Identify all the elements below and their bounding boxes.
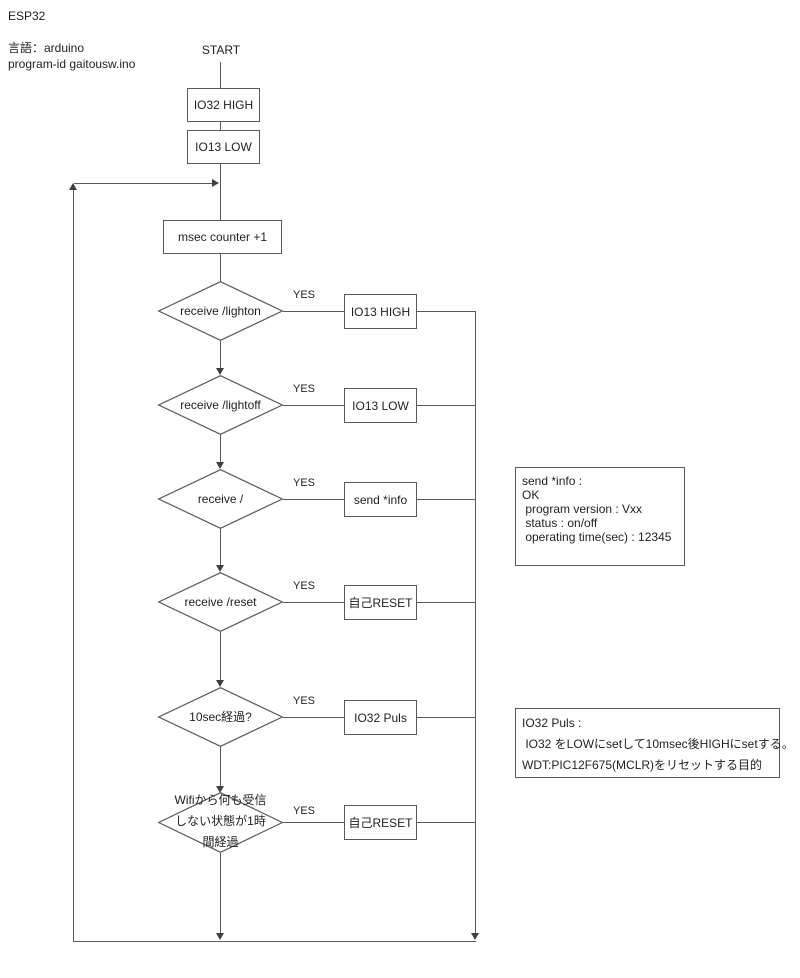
yes-label-5: YES: [293, 695, 316, 707]
note-io32-puls-line2: IO32 をLOWにsetして10msec後HIGHにsetする。: [522, 737, 794, 751]
action-self-reset-1-label: 自己RESET: [348, 596, 413, 610]
decision-wifi-timeout-label: Wifiから何も受信 しない状態が1時 間経過: [158, 789, 283, 853]
yes-label-1: YES: [293, 289, 316, 301]
connector-d1-action: [283, 311, 344, 312]
note-io32-puls-line1: IO32 Puls :: [522, 716, 582, 730]
connector-d2-d3: [220, 435, 221, 462]
connector-d2-action: [283, 405, 344, 406]
process-io13-low: IO13 LOW: [187, 130, 260, 164]
start-label: START: [201, 43, 241, 57]
note-send-info-line5: operating time(sec) : 12345: [522, 530, 672, 544]
connector-action4-rail: [416, 602, 475, 603]
decision-receive-lightoff-label: receive /lightoff: [180, 398, 261, 412]
connector-d4-action: [283, 602, 344, 603]
decision-receive-reset-shape: [157, 572, 284, 632]
action-send-info-label: send *info: [353, 492, 408, 507]
yes-label-6: YES: [293, 805, 316, 817]
action-send-info: send *info: [344, 482, 417, 517]
action-io13-low: IO13 LOW: [344, 388, 417, 423]
connector-d6-bottom: [220, 853, 221, 933]
connector-d3-action: [283, 499, 344, 500]
connector-d5-d6: [220, 747, 221, 786]
connector-action1-rail: [416, 311, 475, 312]
loop-arrowhead-right-icon: [212, 179, 219, 187]
loop-left-rail: [73, 190, 74, 941]
action-io32-puls: IO32 Puls: [344, 700, 417, 735]
decision-receive-label: receive /: [197, 492, 244, 506]
arrowhead-d3-icon: [216, 462, 224, 469]
connector-action2-rail: [416, 405, 475, 406]
decision-wifi-line3: 間経過: [202, 834, 239, 849]
action-self-reset-2: 自己RESET: [344, 805, 417, 840]
loop-arrowhead-up-icon: [69, 183, 77, 190]
yes-label-2: YES: [293, 383, 316, 395]
note-send-info-line3: program version : Vxx: [522, 502, 643, 516]
decision-10sec-shape: [157, 687, 284, 747]
decision-10sec-label: 10sec経過?: [189, 710, 252, 724]
decision-wifi-timeout-shape: [157, 792, 284, 853]
loop-bottom-line: [73, 941, 476, 942]
note-io32-puls-line3: WDT:PIC12F675(MCLR)をリセットする目的: [522, 758, 763, 772]
action-self-reset-1: 自己RESET: [344, 585, 417, 620]
loop-top-line: [74, 183, 212, 184]
note-send-info-line2: OK: [522, 488, 540, 502]
arrowhead-d4-icon: [216, 565, 224, 572]
action-self-reset-2-label: 自己RESET: [348, 816, 413, 830]
process-msec-counter-label: msec counter +1: [177, 230, 268, 244]
decision-receive-lighton-label: receive /lighton: [180, 304, 261, 318]
connector-d3-d4: [220, 529, 221, 565]
process-io32-high: IO32 HIGH: [187, 88, 260, 122]
decision-wifi-line1: Wifiから何も受信: [174, 792, 267, 807]
connector-start-io32high: [220, 62, 221, 88]
yes-label-4: YES: [293, 580, 316, 592]
action-io32-puls-label: IO32 Puls: [354, 710, 407, 725]
connector-io32high-io13low: [220, 120, 221, 130]
connector-d1-d2: [220, 341, 221, 368]
connector-msec-d1: [220, 253, 221, 281]
connector-d5-action: [283, 717, 344, 718]
process-io32-high-label: IO32 HIGH: [193, 98, 254, 112]
decision-receive-shape: [157, 469, 284, 529]
note-io32-puls: IO32 Puls : IO32 をLOWにsetして10msec後HIGHにs…: [515, 708, 794, 778]
arrowhead-d6-icon: [216, 786, 224, 793]
note-send-info-line4: status : on/off: [522, 516, 598, 530]
process-msec-counter: msec counter +1: [163, 220, 282, 254]
connector-d6-action: [283, 822, 344, 823]
action-io13-high-label: IO13 HIGH: [350, 304, 411, 319]
process-io13-low-label: IO13 LOW: [195, 140, 252, 154]
yes-right-rail: [475, 311, 476, 933]
decision-receive-lightoff-shape: [157, 375, 284, 435]
action-io13-high: IO13 HIGH: [344, 294, 417, 329]
arrowhead-d5-icon: [216, 680, 224, 687]
connector-action5-rail: [416, 717, 475, 718]
language-line: 言語：arduino: [8, 41, 85, 55]
decision-receive-reset-label: receive /reset: [184, 595, 257, 609]
connector-action6-rail: [416, 822, 475, 823]
connector-d4-d5: [220, 632, 221, 680]
arrowhead-bottom-icon: [216, 933, 224, 940]
action-io13-low-label: IO13 LOW: [352, 398, 409, 413]
program-id-line: program-id gaitousw.ino: [8, 57, 136, 71]
note-send-info: send *info : OK program version : Vxx st…: [515, 467, 685, 566]
rail-arrowhead-down-icon: [471, 933, 479, 940]
connector-action3-rail: [416, 499, 475, 500]
decision-receive-lighton-shape: [157, 281, 284, 341]
yes-label-3: YES: [293, 477, 316, 489]
connector-io13low-msec: [220, 162, 221, 220]
decision-wifi-line2: しない状態が1時: [175, 813, 266, 828]
arrowhead-d2-icon: [216, 368, 224, 375]
note-send-info-line1: send *info :: [522, 474, 583, 488]
page-title: ESP32: [8, 9, 46, 23]
